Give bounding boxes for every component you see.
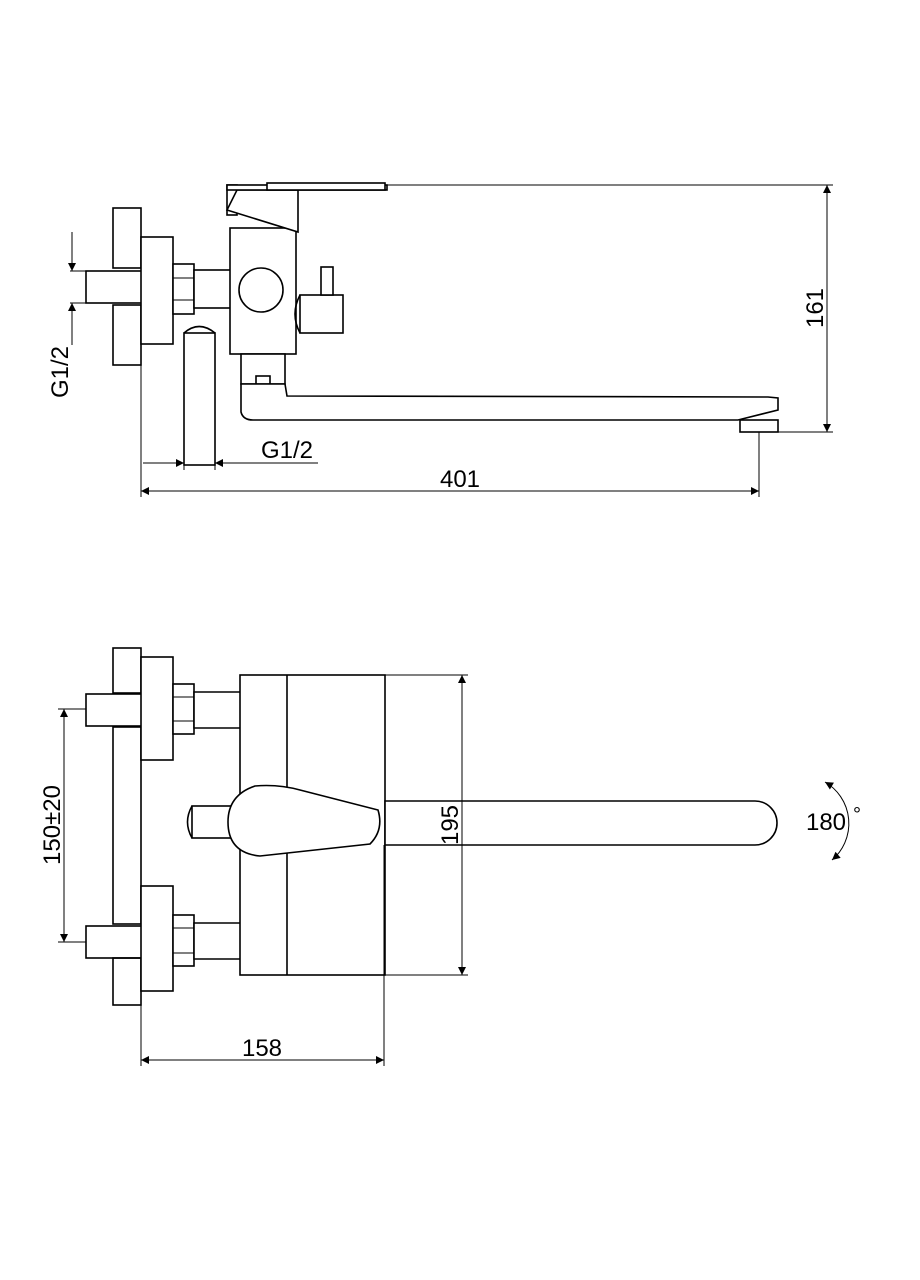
side-view: G1/2 G1/2 401 161 (47, 182, 833, 497)
top-view: 150±20 195 158 180 ° (39, 647, 861, 1066)
mixer-body (225, 182, 388, 355)
overall-length-label: 401 (440, 466, 480, 493)
rotation-angle-label: 180 (806, 809, 846, 836)
spout-top (384, 800, 778, 846)
depth-label: 158 (242, 1035, 282, 1062)
wall-section-top (85, 647, 143, 1006)
wall-thread-label: G1/2 (47, 346, 74, 398)
center-distance-label: 150±20 (39, 785, 66, 865)
escutcheon (140, 236, 174, 345)
hex-nut-top (172, 683, 195, 735)
hex-nut-bottom (172, 914, 195, 967)
eccentric-connector (193, 269, 233, 309)
eccentric-leg (183, 332, 216, 466)
rotation-arrow-icon (824, 781, 850, 861)
spout (240, 353, 779, 433)
lever-handle (227, 784, 381, 857)
body-width-label: 195 (437, 805, 464, 845)
wall-section (85, 207, 143, 366)
eccentric-thread-label: G1/2 (261, 437, 313, 464)
degree-symbol: ° (853, 804, 861, 826)
overall-height-label: 161 (802, 288, 829, 328)
hex-nut (172, 263, 195, 315)
